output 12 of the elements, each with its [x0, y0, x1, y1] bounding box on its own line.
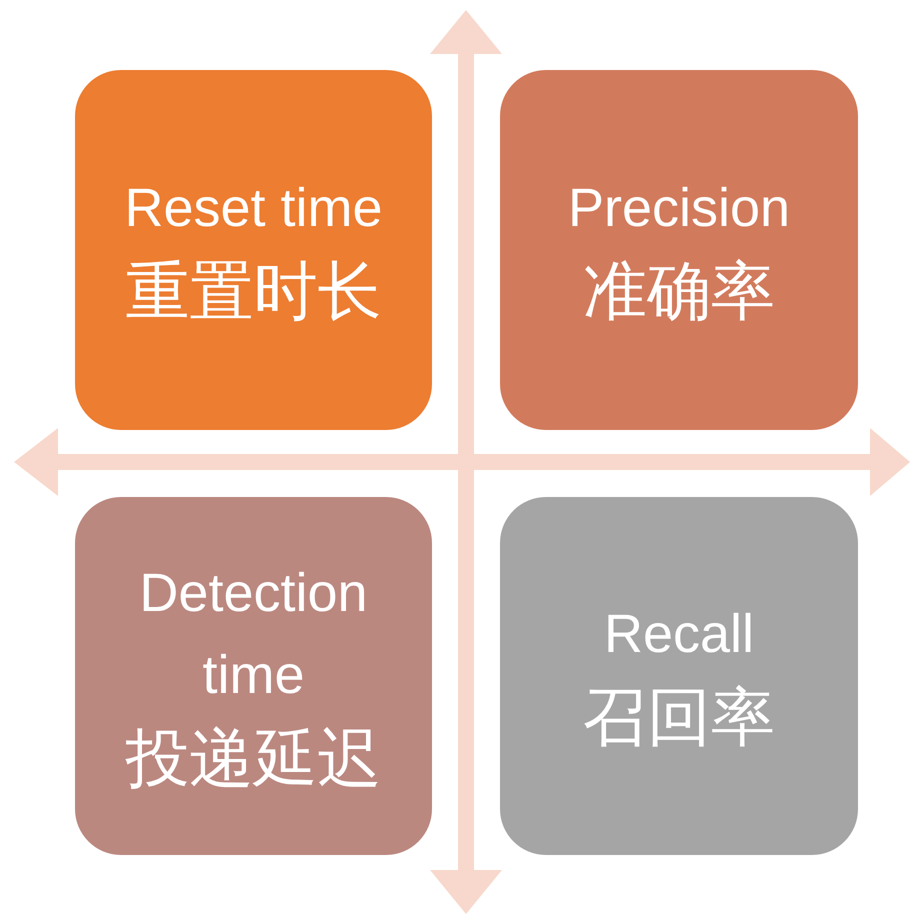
english-label: Reset time [123, 177, 384, 240]
quadrant-box [75, 70, 432, 430]
english-label: Precision [566, 177, 792, 240]
chinese-label: 召回率 [583, 680, 775, 755]
quadrant-box [75, 497, 432, 855]
english-label: Detection time [138, 562, 369, 707]
chinese-label: 准确率 [583, 254, 775, 329]
chinese-label: 重置时长 [126, 254, 382, 329]
english-label: Recall [602, 603, 756, 666]
chinese-label: 投递延迟 [126, 721, 382, 796]
quadrant-box [500, 497, 858, 855]
quadrant-box [500, 70, 858, 430]
